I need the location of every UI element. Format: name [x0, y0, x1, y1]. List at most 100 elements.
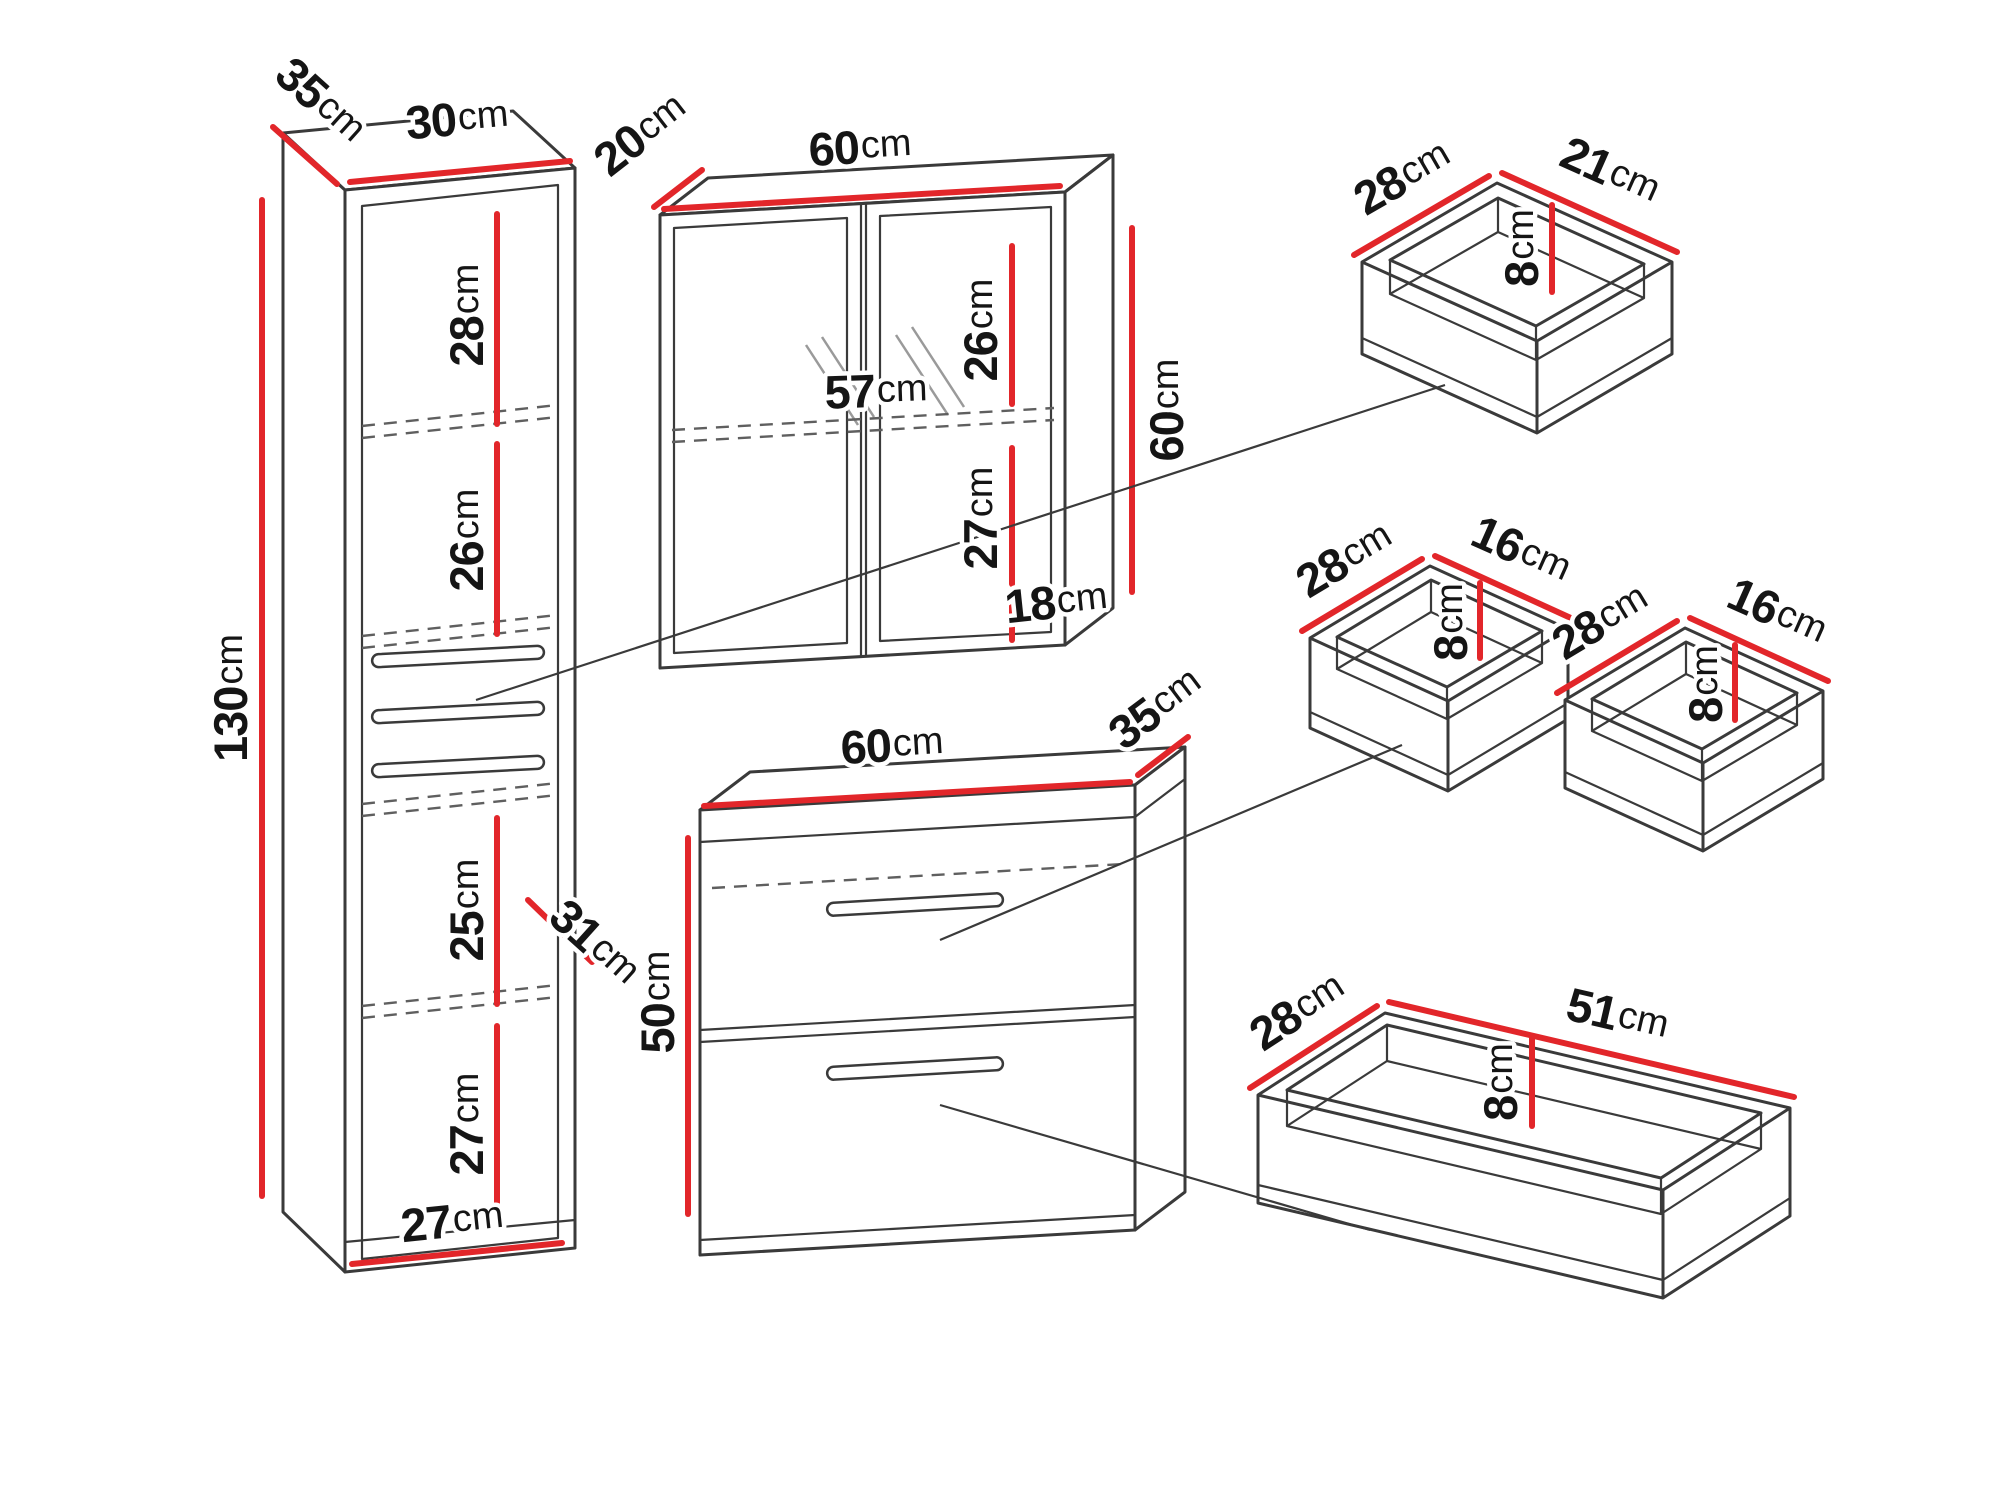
- drawer-large-body: [1256, 1011, 1792, 1300]
- dim-mirror-width: 60cm: [807, 116, 913, 175]
- tall-cabinet-side-face: [281, 131, 347, 1274]
- dim-vanity-height: 50cm: [631, 951, 684, 1054]
- dimension-line-depth-28: [1351, 173, 1492, 258]
- drawer-handle: [825, 1056, 1005, 1081]
- mirror-hidden-shelf: [671, 406, 1055, 444]
- tall-cabinet: [259, 109, 595, 1274]
- mirror-glint-line: [894, 334, 950, 416]
- shelf-dashed-line: [361, 781, 559, 806]
- vanity-drawer-divider: [699, 1003, 1136, 1044]
- drawer-mid-left: [1308, 564, 1570, 793]
- mirror-door-divider: [859, 203, 868, 657]
- towel-bar: [370, 700, 546, 725]
- dimension-line-depth-28: [1247, 1003, 1380, 1091]
- dim-mirror-bottom-section: 18cm: [1002, 569, 1110, 632]
- drawer-front-seam: [1309, 702, 1569, 777]
- mirror-left-door-frame: [672, 216, 849, 655]
- dim-tall-section-top: 28cm: [440, 264, 493, 367]
- drawer-interior-bottom: [1285, 1025, 1763, 1216]
- drawer-interior-bottom: [1335, 580, 1544, 721]
- dimension-line-inner-27: [349, 1240, 565, 1267]
- drawer-small-dimension-lines: [1351, 170, 1680, 295]
- mirror-cabinet-dimension-lines: [651, 167, 1135, 643]
- dim-tall-section-third: 25cm: [440, 859, 493, 962]
- drawer-small-body: [1360, 181, 1674, 435]
- vanity-cabinet: [685, 734, 1191, 1257]
- dim-vanity-width: 60cm: [839, 714, 945, 773]
- dimension-line-width-16: [1432, 553, 1576, 622]
- dimension-labels: 35cm 30cm 130cm 28cm 26cm 25cm 31cm 27cm…: [199, 41, 1838, 1256]
- shelf-dashed-line: [361, 403, 559, 428]
- dim-mirror-height: 60cm: [1140, 359, 1193, 462]
- tall-cabinet-bars: [370, 644, 546, 779]
- connector-tall-cabinet-to-small-drawer: [475, 383, 1446, 702]
- mirror-cabinet-body: [658, 153, 1115, 670]
- shelf-dashed-line: [671, 418, 1055, 444]
- dim-tall-section-bottom: 27cm: [440, 1073, 493, 1176]
- mirror-glint-line: [804, 344, 860, 426]
- tall-cabinet-inner-frame: [360, 183, 560, 1261]
- vanity-hidden-line: [711, 862, 1125, 890]
- dimension-line-width-60: [661, 183, 1063, 212]
- dim-drawer-small-height: 8cm: [1495, 209, 1548, 287]
- shelf-dashed-line: [671, 406, 1055, 432]
- dimension-line-width-16: [1687, 615, 1831, 684]
- dim-mirror-lower-section: 27cm: [954, 467, 1007, 570]
- dim-mirror-inner-width: 57cm: [824, 362, 929, 419]
- mirror-cabinet: [651, 153, 1135, 670]
- towel-bar: [370, 754, 546, 779]
- shelf-dashed-line: [361, 415, 559, 440]
- mirror-glints: [804, 326, 966, 426]
- dim-drawer-large-height: 8cm: [1474, 1043, 1527, 1121]
- dimension-line-width-60: [701, 779, 1133, 809]
- shelf-dashed-line: [361, 613, 559, 638]
- dim-tall-height: 130cm: [204, 634, 257, 762]
- dimension-line-width-30: [347, 158, 573, 185]
- drawer-front-seam: [1564, 762, 1824, 837]
- shelf-dashed-line: [361, 983, 559, 1008]
- dimension-line-depth-35: [1135, 734, 1191, 778]
- mirror-cabinet-front-face: [658, 190, 1067, 670]
- dim-tall-inner-width: 27cm: [398, 1188, 506, 1251]
- drawer-handle: [825, 892, 1005, 917]
- drawer-mid-dimension-lines: [1299, 553, 1831, 723]
- dimension-line-depth-28: [1299, 556, 1425, 634]
- dimension-line-width-51: [1386, 999, 1797, 1100]
- tall-cabinet-dimension-lines: [259, 124, 595, 1267]
- vanity-body: [698, 745, 1187, 1257]
- drawer-mid-right-body: [1563, 626, 1825, 853]
- mirror-right-door-frame: [878, 205, 1053, 643]
- dim-tall-section-second: 26cm: [440, 489, 493, 592]
- vanity-plinth-line: [699, 1213, 1136, 1242]
- drawer-interior-bottom: [1388, 198, 1646, 362]
- drawer-front-seam: [1257, 1183, 1791, 1282]
- dimension-line-depth-28: [1554, 618, 1680, 696]
- shelf-dashed-line: [361, 625, 559, 650]
- drawer-front-seam: [1361, 336, 1673, 419]
- tall-cabinet-hidden-shelves: [361, 403, 559, 1020]
- drawer-interior-bottom: [1590, 642, 1799, 783]
- vanity-dashed-line: [711, 862, 1125, 890]
- vanity-dimension-lines: [685, 734, 1191, 1217]
- shelf-dashed-line: [361, 793, 559, 818]
- dim-mirror-upper-section: 26cm: [954, 279, 1007, 382]
- vanity-side-face: [1133, 745, 1187, 1232]
- dim-drawer-mid-right-height: 8cm: [1679, 645, 1732, 723]
- dimension-line-depth-20: [651, 167, 705, 210]
- dimension-line-31: [525, 897, 595, 965]
- drawer-mid-left-body: [1308, 564, 1570, 793]
- mirror-cabinet-side-face: [1063, 153, 1115, 647]
- dim-tall-width: 30cm: [403, 87, 510, 149]
- tall-cabinet-plinth-line: [344, 1218, 576, 1244]
- dimension-line-depth-35: [270, 124, 340, 187]
- drawer-large: [1247, 999, 1797, 1300]
- dim-drawer-mid-left-height: 8cm: [1424, 583, 1477, 661]
- tall-cabinet-body: [281, 109, 577, 1274]
- towel-bar: [370, 644, 546, 669]
- connector-vanity-to-mid-drawer: [939, 743, 1403, 942]
- mirror-glint-line: [820, 336, 876, 418]
- connector-lines: [475, 383, 1446, 1232]
- dimension-line-width-21: [1499, 170, 1680, 255]
